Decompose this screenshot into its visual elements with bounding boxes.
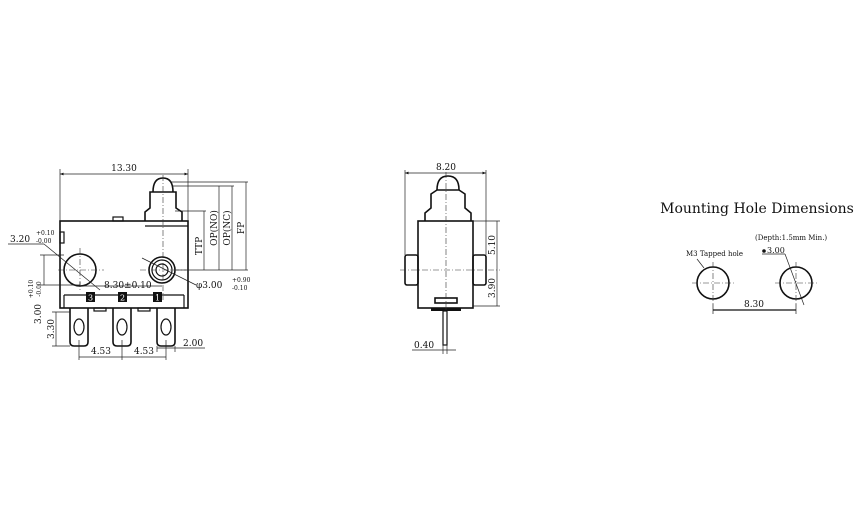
dim-travel: TTP OP(NO) OP(NC) FP [170, 181, 248, 271]
svg-text:8.30±0.10: 8.30±0.10 [104, 281, 152, 291]
svg-text:-0.00: -0.00 [36, 281, 43, 297]
front-view: 3 2 1 13.30 [8, 164, 251, 360]
terminals [69, 307, 176, 347]
svg-text:3.00: 3.00 [767, 246, 785, 255]
svg-text:4.53: 4.53 [134, 347, 154, 357]
dim-hole-height: 3.00 +0.10 -0.00 [28, 254, 80, 324]
dim-width: 13.30 [59, 164, 189, 221]
svg-text:8.20: 8.20 [436, 163, 456, 173]
svg-text:3: 3 [88, 294, 93, 303]
svg-text:FP: FP [237, 222, 247, 234]
svg-text:φ3.00: φ3.00 [196, 281, 223, 291]
dim-hole-spacing: 8.30±0.10 [79, 281, 162, 291]
svg-text:+0.90: +0.90 [232, 277, 251, 284]
svg-text:3.00: 3.00 [34, 304, 44, 324]
svg-text:2.00: 2.00 [183, 339, 203, 349]
svg-text:(Depth:1.5mm Min.): (Depth:1.5mm Min.) [755, 234, 827, 242]
dim-terminal-pitch: 4.53 4.53 [78, 340, 167, 360]
svg-text:OP(NO): OP(NO) [209, 210, 220, 246]
mounting-hole-dimensions: Mounting Hole Dimensions (Depth:1.5mm Mi… [660, 201, 854, 314]
svg-text:M3 Tapped hole: M3 Tapped hole [686, 250, 743, 258]
terminal-label-2: 2 [118, 292, 127, 303]
svg-text:-0.10: -0.10 [232, 285, 248, 292]
svg-text:8.30: 8.30 [744, 300, 764, 310]
terminal-label-1: 1 [153, 292, 162, 303]
dim-hole-left: 3.20 +0.10 -0.00 [8, 230, 101, 291]
svg-text:OP(NC): OP(NC) [222, 210, 233, 245]
svg-text:13.30: 13.30 [111, 164, 137, 174]
svg-text:1: 1 [155, 294, 160, 303]
svg-text:3.30: 3.30 [47, 319, 57, 339]
svg-text:+0.10: +0.10 [28, 280, 35, 299]
svg-text:2: 2 [120, 294, 125, 303]
svg-text:0.40: 0.40 [414, 341, 434, 351]
terminal-label-3: 3 [86, 292, 95, 303]
svg-text:TTP: TTP [195, 237, 205, 255]
dim-terminal-width: 2.00 [156, 339, 205, 352]
dim-pin-thickness: 0.40 [412, 341, 456, 354]
mounting-title: Mounting Hole Dimensions [660, 201, 854, 217]
dim-side-heights: 5.10 3.90 [473, 220, 500, 307]
dim-side-width: 8.20 [404, 163, 487, 255]
side-view: 8.20 5.10 3.90 0.40 [400, 163, 500, 354]
svg-text:3.90: 3.90 [488, 278, 498, 298]
svg-text:4.53: 4.53 [91, 347, 111, 357]
dim-hole-right: φ3.00 +0.90 -0.10 [141, 257, 251, 292]
svg-text:+0.10: +0.10 [36, 230, 55, 237]
svg-text:5.10: 5.10 [488, 235, 498, 255]
svg-text:3.20: 3.20 [10, 235, 30, 245]
dim-terminal-length: 3.30 [47, 311, 70, 347]
mounting-hole-left [58, 248, 104, 292]
svg-text:-0.00: -0.00 [36, 238, 52, 245]
